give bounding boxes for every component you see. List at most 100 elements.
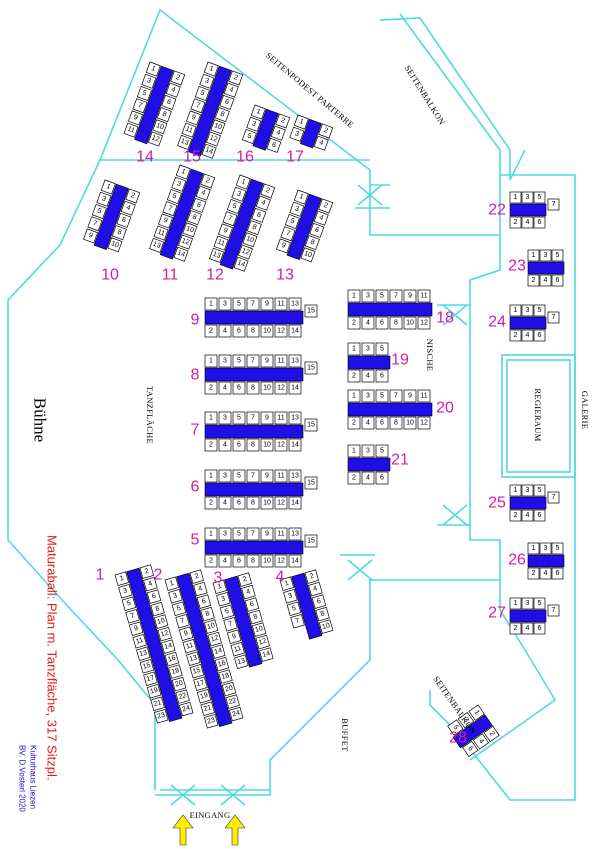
seat[interactable]: 5 — [375, 342, 389, 356]
seat[interactable]: 7 — [246, 411, 260, 425]
seat[interactable]: 8 — [200, 606, 215, 622]
seat[interactable]: 3 — [361, 342, 375, 356]
seat[interactable]: 7 — [280, 226, 296, 242]
seat[interactable]: 4 — [255, 195, 271, 211]
seat[interactable]: 4 — [218, 496, 232, 510]
seat[interactable]: 12 — [274, 324, 288, 338]
seat[interactable]: 1 — [100, 179, 116, 195]
seat[interactable]: 1 — [114, 571, 130, 587]
seat[interactable]: 3 — [457, 711, 475, 729]
seat[interactable]: 7 — [389, 289, 403, 303]
seat[interactable]: 2 — [204, 438, 218, 452]
seat[interactable]: 12 — [274, 554, 288, 568]
seat[interactable]: 8 — [248, 609, 263, 625]
seat[interactable]: 19 — [146, 684, 162, 699]
seat[interactable]: 9 — [186, 110, 202, 126]
seat[interactable]: 3 — [521, 304, 534, 317]
seat[interactable]: 4 — [313, 210, 329, 226]
seat[interactable]: 2 — [347, 471, 361, 485]
seat[interactable]: 14 — [211, 644, 226, 659]
seat[interactable]: 8 — [246, 324, 260, 338]
seat[interactable]: 1 — [347, 342, 361, 356]
seat[interactable]: 5 — [286, 601, 302, 616]
seat[interactable]: 3 — [168, 589, 183, 604]
seat[interactable]: 4 — [361, 369, 375, 383]
seat[interactable]: 5 — [241, 128, 257, 144]
seat[interactable]: 3 — [216, 592, 231, 607]
seat[interactable]: 10 — [260, 324, 274, 338]
seat[interactable]: 9 — [83, 228, 99, 244]
seat[interactable]: 10 — [203, 619, 219, 634]
seat[interactable]: 3 — [218, 297, 232, 311]
seat[interactable]: 14 — [161, 639, 176, 654]
seat[interactable]: 5 — [551, 249, 564, 262]
seat[interactable]: 7 — [125, 609, 140, 624]
seat[interactable]: 6 — [191, 197, 207, 213]
seat[interactable]: 1 — [204, 354, 218, 368]
seat[interactable]: 3 — [539, 542, 552, 555]
seat[interactable]: 14 — [233, 256, 249, 272]
seat[interactable]: 7 — [246, 297, 260, 311]
seat[interactable]: 6 — [116, 212, 132, 228]
seat[interactable]: 10 — [403, 416, 417, 430]
seat[interactable]: 13 — [149, 237, 165, 253]
seat[interactable]: 13 — [288, 297, 302, 311]
seat[interactable]: 2 — [509, 329, 522, 342]
seat[interactable]: 12 — [147, 131, 163, 147]
seat[interactable]: 18 — [168, 664, 183, 679]
seat[interactable]: 14 — [288, 438, 302, 452]
seat[interactable]: 3 — [218, 354, 232, 368]
seat[interactable]: 14 — [259, 647, 274, 662]
seat[interactable]: 7 — [222, 211, 238, 227]
seat[interactable]: 1 — [145, 61, 161, 77]
seat[interactable]: 1 — [293, 189, 309, 205]
seat[interactable]: 19 — [196, 689, 212, 704]
seat[interactable]: 14 — [288, 381, 302, 395]
seat[interactable]: 3 — [231, 186, 247, 202]
seat[interactable]: 15 — [304, 418, 318, 432]
seat[interactable]: 13 — [136, 646, 151, 661]
seat[interactable]: 6 — [375, 316, 389, 330]
seat[interactable]: 6 — [375, 416, 389, 430]
seat[interactable]: 3 — [361, 444, 375, 458]
seat[interactable]: 6 — [462, 740, 479, 758]
seat[interactable]: 8 — [389, 416, 403, 430]
seat[interactable]: 5 — [375, 444, 389, 458]
seat[interactable]: 4 — [165, 82, 181, 98]
seat[interactable]: 1 — [509, 597, 522, 610]
seat[interactable]: 5 — [232, 469, 246, 483]
seat[interactable]: 4 — [313, 135, 329, 151]
seat[interactable]: 12 — [274, 496, 288, 510]
seat[interactable]: 6 — [533, 329, 546, 342]
seat[interactable]: 2 — [228, 70, 244, 86]
seat[interactable]: 8 — [150, 601, 165, 617]
seat[interactable]: 6 — [375, 471, 389, 485]
seat[interactable]: 13 — [288, 354, 302, 368]
seat[interactable]: 6 — [232, 496, 246, 510]
seat[interactable]: 10 — [210, 119, 226, 135]
seat[interactable]: 4 — [218, 324, 232, 338]
seat[interactable]: 3 — [246, 116, 262, 132]
seat[interactable]: 8 — [315, 606, 330, 622]
seat[interactable]: 4 — [120, 200, 136, 216]
seat[interactable]: 7 — [246, 469, 260, 483]
seat[interactable]: 9 — [403, 289, 417, 303]
seat[interactable]: 15 — [304, 534, 318, 548]
seat[interactable]: 8 — [214, 107, 230, 123]
seat[interactable]: 5 — [284, 213, 300, 229]
seat[interactable]: 7 — [290, 614, 305, 629]
seat[interactable]: 23 — [203, 713, 219, 729]
seat[interactable]: 14 — [288, 496, 302, 510]
seat[interactable]: 10 — [251, 622, 267, 637]
seat[interactable]: 7 — [547, 198, 560, 211]
seat[interactable]: 1 — [204, 411, 218, 425]
seat[interactable]: 8 — [304, 235, 320, 251]
seat[interactable]: 11 — [181, 122, 197, 138]
